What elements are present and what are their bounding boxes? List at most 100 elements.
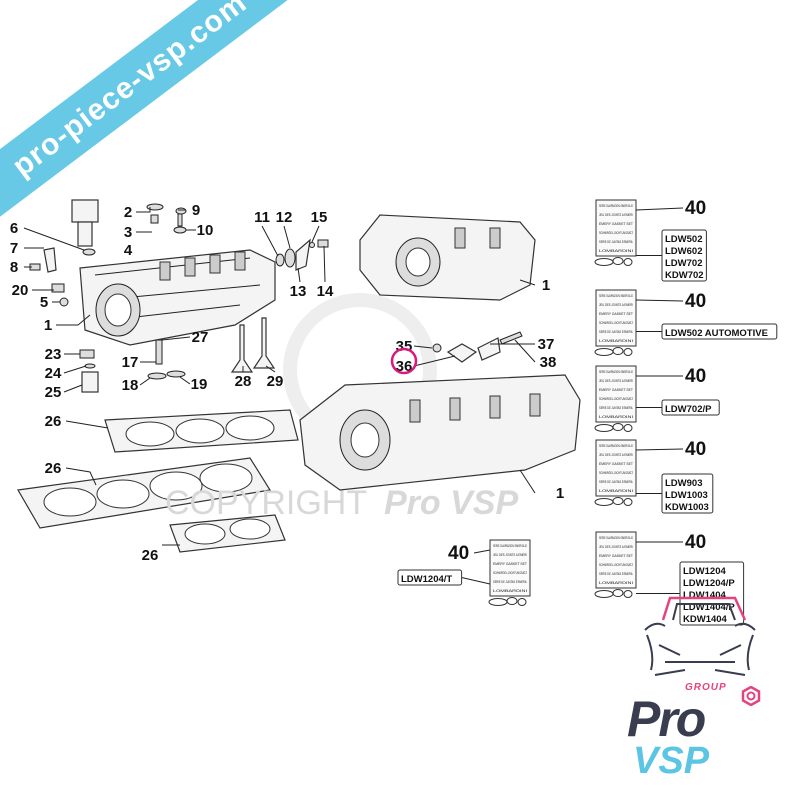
callout-24: 24	[45, 365, 62, 382]
leader-line	[635, 207, 684, 211]
kit-card-text: EMERY GASKET SET	[599, 312, 634, 316]
o-ring-icon	[517, 598, 527, 606]
injector-icon	[71, 199, 99, 256]
kit-card-text: JEU DES JOINTS A EMERI	[599, 453, 633, 457]
engine-model: LDW1204/P	[683, 578, 735, 589]
engine-model: LDW1003	[665, 490, 708, 501]
o-ring-icon	[488, 598, 508, 606]
copyright-text: COPYRIGHT	[165, 484, 367, 522]
o-ring-icon	[623, 258, 633, 266]
engine-model: LDW903	[665, 478, 702, 489]
model-list-box	[397, 569, 463, 586]
kit-card-icon	[595, 365, 637, 423]
callout-6: 6	[10, 220, 18, 237]
callout-12: 12	[276, 209, 293, 226]
kit-card-text: LOMBARDINI	[599, 339, 633, 343]
kit-card-icon	[595, 439, 637, 497]
kit-card-text: SCHMIRGEL-DICHTUNGSATZ	[599, 321, 634, 325]
copyright-brand: Pro VSP	[383, 484, 519, 522]
o-ring-icon	[623, 424, 633, 432]
kit-card-text: SERIE GUARNIZIONI SMERIGLIO	[493, 544, 527, 548]
o-ring-icon	[594, 590, 614, 598]
small-parts	[29, 203, 329, 393]
gasket-kit-5: SERIE GUARNIZIONI SMERIGLIO JEU DES JOINT…	[397, 539, 531, 606]
kit-card-text: EMERY GASKET SET	[599, 462, 634, 466]
kit-card-icon	[595, 531, 637, 589]
engine-model: LDW1404	[683, 590, 726, 601]
callout-29: 29	[267, 373, 284, 390]
callout-5: 5	[40, 294, 48, 311]
hex-nut-icon	[741, 686, 761, 706]
callout-11: 11	[254, 209, 270, 226]
kit-card-text: SERIE GUARNIZIONI SMERIGLIO	[599, 536, 633, 540]
kit-card-text: SERIE GUARNIZIONI SMERIGLIO	[599, 370, 633, 374]
kit-card-text: SERIE DE JUNTAS ESMERIL	[599, 330, 633, 334]
gasket-kit-4: SERIE GUARNIZIONI SMERIGLIO JEU DES JOINT…	[594, 531, 745, 626]
engine-model: LDW502	[665, 234, 702, 245]
model-list-box	[661, 229, 707, 282]
o-ring-icon	[594, 498, 614, 506]
kit-card-text: SERIE DE JUNTAS ESMERIL	[599, 480, 633, 484]
engine-model: KDW1404	[683, 614, 728, 625]
model-list-box	[679, 561, 745, 626]
kit-card-text: JEU DES JOINTS A EMERI	[599, 303, 633, 307]
o-ring-icon	[612, 497, 624, 505]
kit-card-text: SERIE DE JUNTAS ESMERIL	[599, 240, 633, 244]
callout-35: 35	[396, 338, 413, 355]
kit-ref-number: 40	[448, 543, 469, 564]
callout-15: 15	[311, 209, 328, 226]
leader-line	[635, 448, 684, 451]
leader-line	[461, 577, 491, 585]
head-gasket-3cyl	[104, 409, 299, 453]
callout-14: 14	[317, 283, 334, 300]
kit-card-text: JEU DES JOINTS A EMERI	[599, 545, 633, 549]
kit-card-text: JEU DES JOINTS A EMERI	[493, 553, 527, 557]
kit-card-text: JEU DES JOINTS A EMERI	[599, 213, 633, 217]
kit-card-text: SCHMIRGEL-DICHTUNGSATZ	[599, 563, 634, 567]
o-ring-icon	[594, 258, 614, 266]
kit-card-text: SERIE DE JUNTAS ESMERIL	[599, 572, 633, 576]
kit-card-text: SCHMIRGEL-DICHTUNGSATZ	[599, 397, 634, 401]
logo-pro: Pro	[627, 691, 706, 747]
kit-card-text: SCHMIRGEL-DICHTUNGSATZ	[599, 471, 634, 475]
car-outline-icon	[644, 596, 756, 676]
callout-18: 18	[122, 377, 139, 394]
kit-card-text: SERIE DE JUNTAS ESMERIL	[493, 580, 527, 584]
kit-card-text: SERIE DE JUNTAS ESMERIL	[599, 406, 633, 410]
callout-28: 28	[235, 373, 252, 390]
engine-model: LDW702	[665, 258, 702, 269]
callout-13: 13	[290, 283, 307, 300]
engine-model: LDW702/P	[665, 404, 712, 415]
o-ring-icon	[623, 590, 633, 598]
o-ring-icon	[594, 348, 614, 356]
leader-line	[635, 299, 684, 302]
o-ring-icon	[623, 348, 633, 356]
cylinder-head-4cyl	[299, 374, 581, 491]
kit-card-text: JEU DES JOINTS A EMERI	[599, 379, 633, 383]
kit-ref-number: 40	[685, 366, 706, 387]
o-ring-icon	[612, 423, 624, 431]
leader-lines	[23, 207, 536, 546]
callout-26: 26	[45, 460, 62, 477]
callout-26: 26	[142, 547, 159, 564]
gasket-kit-2: SERIE GUARNIZIONI SMERIGLIO JEU DES JOINT…	[594, 365, 720, 432]
leader-line	[473, 549, 491, 554]
highlight-ring	[390, 347, 418, 375]
kit-card-text: SCHMIRGEL-DICHTUNGSATZ	[599, 231, 634, 235]
engine-model: KDW702	[665, 270, 704, 281]
provsp-logo: GROUP Pro VSP	[625, 590, 775, 780]
o-ring-icon	[612, 257, 624, 265]
callout-37: 37	[538, 336, 555, 353]
o-ring-icon	[623, 498, 633, 506]
kit-card-text: SERIE GUARNIZIONI SMERIGLIO	[599, 294, 633, 298]
callout-4: 4	[124, 242, 133, 259]
callout-23: 23	[45, 346, 62, 363]
callout-2: 2	[124, 204, 132, 221]
callout-3: 3	[124, 224, 132, 241]
callout-9: 9	[192, 202, 200, 219]
kit-card-icon	[595, 199, 637, 257]
kit-card-text: SCHMIRGEL-DICHTUNGSATZ	[493, 571, 528, 575]
